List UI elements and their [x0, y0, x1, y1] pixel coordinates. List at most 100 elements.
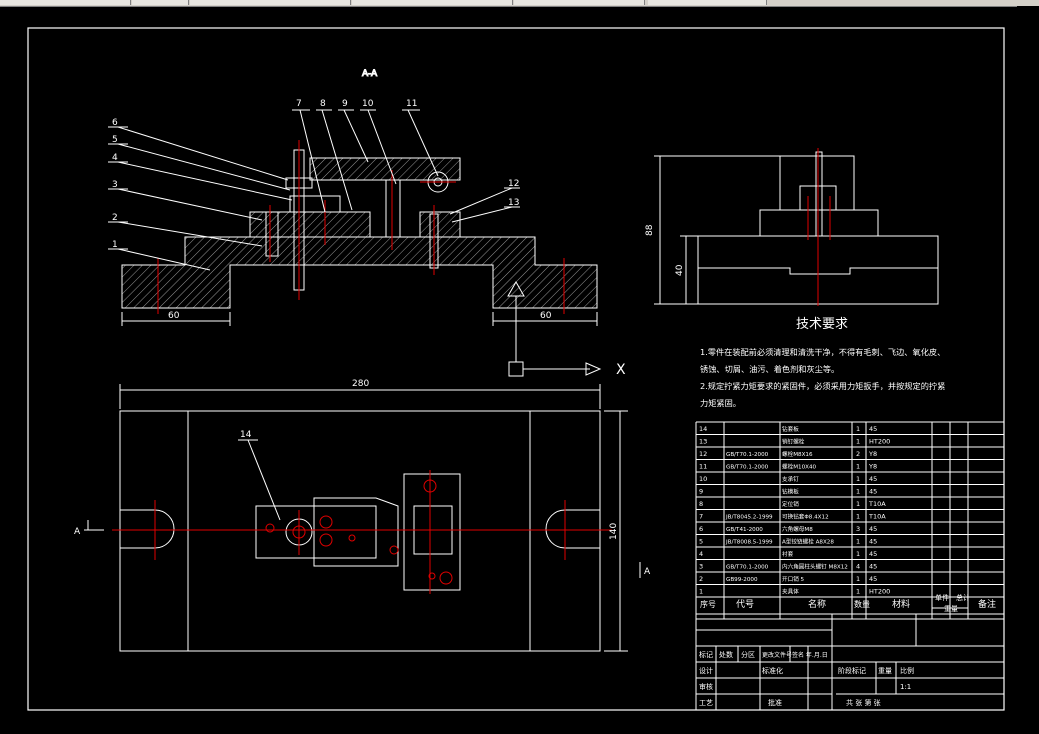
title-block [695, 613, 1005, 711]
toolbar-segment[interactable] [352, 0, 513, 5]
bom-cell-material: 45 [869, 475, 877, 483]
bom-cell-material: Y8 [868, 450, 877, 458]
bom-cell-material: HT200 [869, 588, 890, 596]
bom-cell-seq: 6 [699, 525, 703, 533]
dim-width-280: 280 [352, 379, 369, 389]
section-label: A-A [362, 69, 378, 79]
bom-cell-name: 销钉螺栓 [782, 438, 805, 446]
dim-height-88: 88 [645, 224, 655, 236]
side-view [654, 148, 939, 306]
bom-cell-seq: 13 [699, 438, 707, 446]
bom-cell-code: GB/T70.1-2000 [726, 452, 769, 458]
bom-cell-qty: 1 [856, 500, 860, 508]
dim-height-40: 40 [675, 264, 685, 276]
bom-cell-seq: 2 [699, 575, 703, 583]
tb-scale: 比例 [900, 666, 914, 675]
drawing-frame [27, 27, 1005, 711]
bom-cell-name: 螺栓M8X16 [782, 450, 813, 458]
bom-cell-material: 45 [869, 550, 877, 558]
bom-header: 序号 代号 名称 数量 材料 单件 总计 重量 备注 [700, 593, 996, 613]
balloon-14: 14 [240, 430, 252, 440]
bom-cell-code: GB/T41-2000 [726, 527, 763, 533]
bom-cell-qty: 3 [856, 525, 860, 533]
table-row: 12 GB/T70.1-2000 螺栓M8X16 2 Y8 [699, 450, 877, 458]
table-row: 8 定位销 1 T10A [699, 500, 886, 508]
bom-cell-qty: 1 [856, 425, 860, 433]
balloon-3: 3 [112, 180, 118, 190]
view-marker-left: A [74, 527, 81, 537]
window-top-bar [0, 0, 1039, 7]
tb-change-doc: 更改文件号 [762, 651, 792, 659]
balloon-6: 6 [112, 118, 118, 128]
bom-cell-name: 定位销 [782, 500, 799, 508]
top-view-labels: 14 280 140 A A [74, 379, 651, 577]
bom-cell-material: T10A [868, 500, 886, 508]
tb-process: 工艺 [699, 699, 713, 707]
bom-cell-qty: 1 [856, 475, 860, 483]
bom-header-seq: 序号 [700, 599, 716, 609]
bom-header-remark: 备注 [978, 598, 996, 610]
bom-header-material: 材料 [892, 598, 910, 610]
bom-cell-qty: 2 [856, 450, 860, 458]
bom-cell-name: 螺栓M10X40 [782, 463, 817, 471]
tb-stage-mark: 阶段标记 [838, 666, 866, 675]
bom-cell-seq: 3 [699, 563, 703, 571]
bom-header-code: 代号 [736, 599, 754, 610]
bom-header-name: 名称 [808, 598, 826, 610]
bom-cell-seq: 1 [699, 588, 703, 596]
toolbar-segment[interactable] [514, 0, 645, 5]
balloon-13: 13 [508, 198, 519, 208]
bom-cell-material: T10A [868, 513, 886, 521]
balloon-4: 4 [112, 153, 118, 163]
balloon-8: 8 [320, 99, 326, 109]
toolbar-segment[interactable] [190, 0, 351, 5]
balloon-12: 12 [508, 179, 519, 189]
toolbar-segment[interactable] [132, 0, 189, 5]
tb-design: 设计 [699, 666, 713, 675]
tb-count: 处数 [719, 650, 733, 659]
bom-cell-qty: 1 [856, 538, 860, 546]
section-view-labels: 6 5 4 3 2 1 7 8 9 10 11 12 13 60 60 X [112, 99, 626, 378]
bom-cell-material: 45 [869, 563, 877, 571]
bom-cell-code: GB/T70.1-2000 [726, 565, 769, 571]
bom-cell-name: A型铰链螺栓 A8X28 [782, 538, 834, 546]
bom-cell-seq: 11 [699, 463, 707, 471]
bom-cell-material: Y8 [868, 463, 877, 471]
toolbar-segment[interactable] [648, 0, 767, 5]
bom-cell-name: 支承钉 [782, 475, 799, 483]
tech-requirements: 技术要求 1.零件在装配前必须清理和清洗干净，不得有毛刺、飞边、氧化皮、 锈蚀、… [700, 317, 945, 408]
balloon-10: 10 [362, 99, 374, 109]
dim-height-140: 140 [609, 523, 619, 540]
bom-cell-qty: 1 [856, 575, 860, 583]
bom-cell-name: 内六角圆柱头螺钉 M8X12 [782, 563, 848, 571]
bom-cell-material: HT200 [869, 438, 890, 446]
balloon-2: 2 [112, 213, 118, 223]
scrollbar-area[interactable] [1017, 6, 1039, 734]
bom-cell-seq: 12 [699, 450, 707, 458]
tech-line-1: 1.零件在装配前必须清理和清洗干净，不得有毛刺、飞边、氧化皮、 [700, 347, 945, 357]
bom-cell-seq: 8 [699, 500, 703, 508]
view-marker-right: A [644, 567, 651, 577]
tech-title: 技术要求 [796, 317, 848, 332]
toolbar-segment[interactable] [0, 0, 131, 5]
bushing-block [289, 195, 341, 213]
bom-cell-material: 45 [869, 575, 877, 583]
balloon-11: 11 [406, 99, 417, 109]
bom-cell-name: 钻套板 [782, 425, 799, 433]
bom-cell-qty: 1 [856, 550, 860, 558]
bom-cell-code: JB/T8008.5-1999 [725, 540, 773, 546]
bom-cell-qty: 1 [856, 463, 860, 471]
